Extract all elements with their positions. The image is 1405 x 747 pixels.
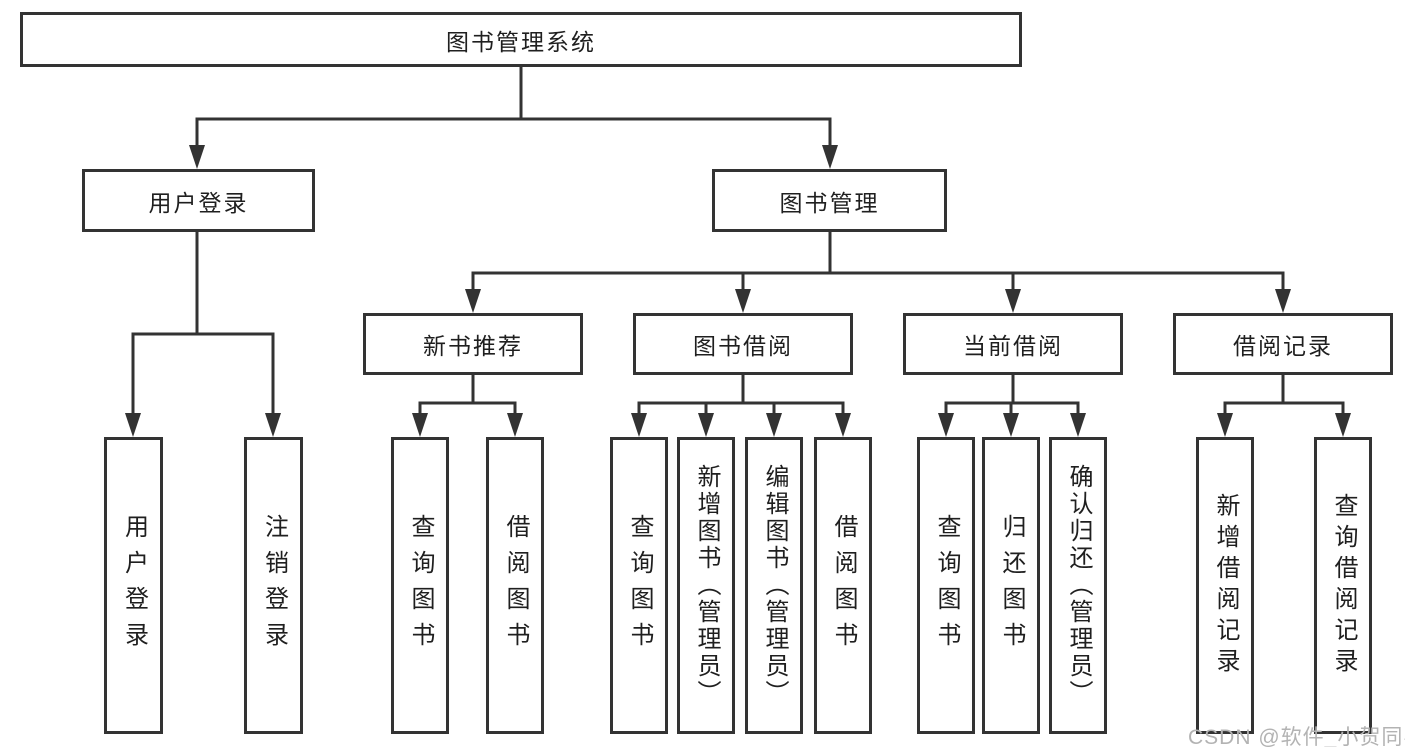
leaf-confirm-return-admin: 确认归还（管理员） [1049, 437, 1107, 734]
leaf-query-books-current: 查询图书 [917, 437, 975, 734]
node-book-management: 图书管理 [712, 169, 947, 232]
connector-records-to-leaves [1217, 373, 1351, 437]
node-user-login: 用户登录 [82, 169, 315, 232]
connector-borrow-to-leaves [631, 373, 851, 437]
leaf-return-books: 归还图书 [982, 437, 1040, 734]
leaf-logout: 注销登录 [244, 437, 303, 734]
leaf-add-books-admin: 新增图书（管理员） [677, 437, 735, 734]
leaf-query-books-borrow: 查询图书 [610, 437, 668, 734]
node-new-book-recommend: 新书推荐 [363, 313, 583, 375]
node-current-borrow: 当前借阅 [903, 313, 1123, 375]
leaf-add-borrow-record: 新增借阅记录 [1196, 437, 1254, 734]
leaf-query-borrow-record: 查询借阅记录 [1314, 437, 1372, 734]
connector-mgmt-to-level3 [465, 230, 1291, 313]
connector-root-to-level2 [189, 65, 838, 169]
connector-current-to-leaves [938, 373, 1086, 437]
connector-new-to-leaves [412, 373, 523, 437]
leaf-query-books-recommend: 查询图书 [391, 437, 449, 734]
leaf-borrow-books-recommend: 借阅图书 [486, 437, 544, 734]
leaf-borrow-books: 借阅图书 [814, 437, 872, 734]
leaf-edit-books-admin: 编辑图书（管理员） [745, 437, 803, 734]
connector-login-to-leaves [125, 230, 281, 437]
node-root-system: 图书管理系统 [20, 12, 1022, 67]
csdn-watermark: CSDN @软件_小贺同学 [1188, 726, 1405, 747]
node-borrow-records: 借阅记录 [1173, 313, 1393, 375]
leaf-user-login: 用户登录 [104, 437, 163, 734]
node-book-borrow: 图书借阅 [633, 313, 853, 375]
